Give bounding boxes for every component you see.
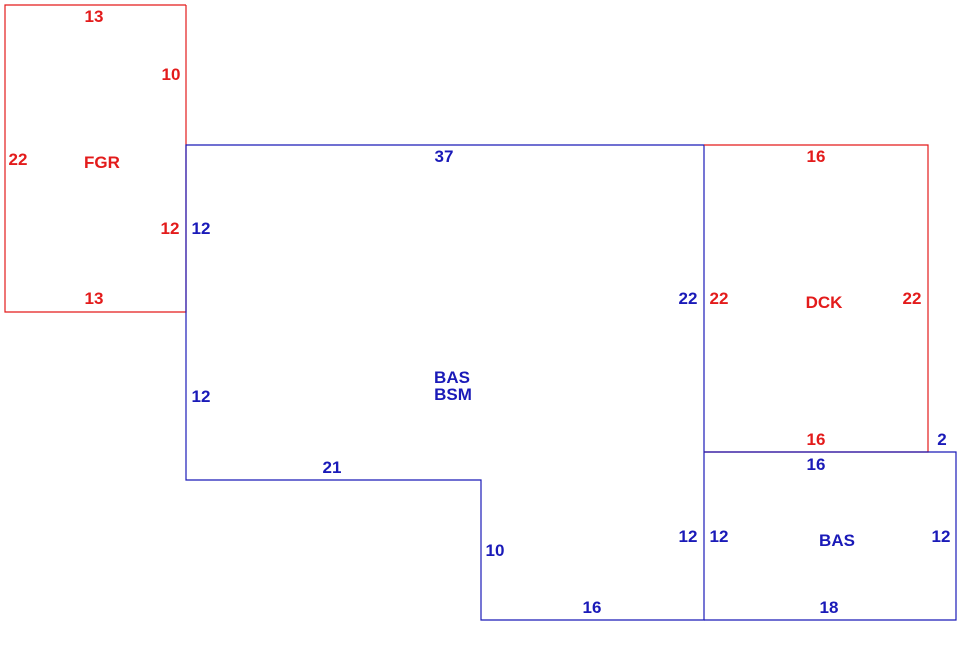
fgr-right-upper-dim: 10 [162,65,181,84]
fgr-bottom-dim: 13 [85,289,104,308]
main-step-left-dim: 10 [486,541,505,560]
bas-left-dim: 12 [710,527,729,546]
bas-right-dim: 12 [932,527,951,546]
bas-offset-dim: 2 [937,430,946,449]
bas-area-name: BAS [819,531,855,550]
dck-bottom-dim: 16 [807,430,826,449]
fgr-left-dim: 22 [9,150,28,169]
fgr-area-name: FGR [84,153,120,172]
main-bottom-dim: 16 [583,598,602,617]
fgr-right-lower-dim: 12 [161,219,180,238]
main-top-dim: 37 [435,147,454,166]
main-step-top-dim: 21 [323,458,342,477]
bas-top-dim: 16 [807,455,826,474]
main-area-name-2: BSM [434,385,472,404]
main-left-upper-dim: 12 [192,219,211,238]
bas-bottom-dim: 18 [820,598,839,617]
fgr-top-dim: 13 [85,7,104,26]
dck-left-dim: 22 [710,289,729,308]
bas-outline [704,451,957,621]
main-right-lower-dim: 12 [679,527,698,546]
dck-top-dim: 16 [807,147,826,166]
main-right-dim: 22 [679,289,698,308]
main-area-name-1: BAS [434,368,470,387]
dck-right-dim: 22 [903,289,922,308]
main-left-lower-dim: 12 [192,387,211,406]
dck-area-name: DCK [806,293,844,312]
